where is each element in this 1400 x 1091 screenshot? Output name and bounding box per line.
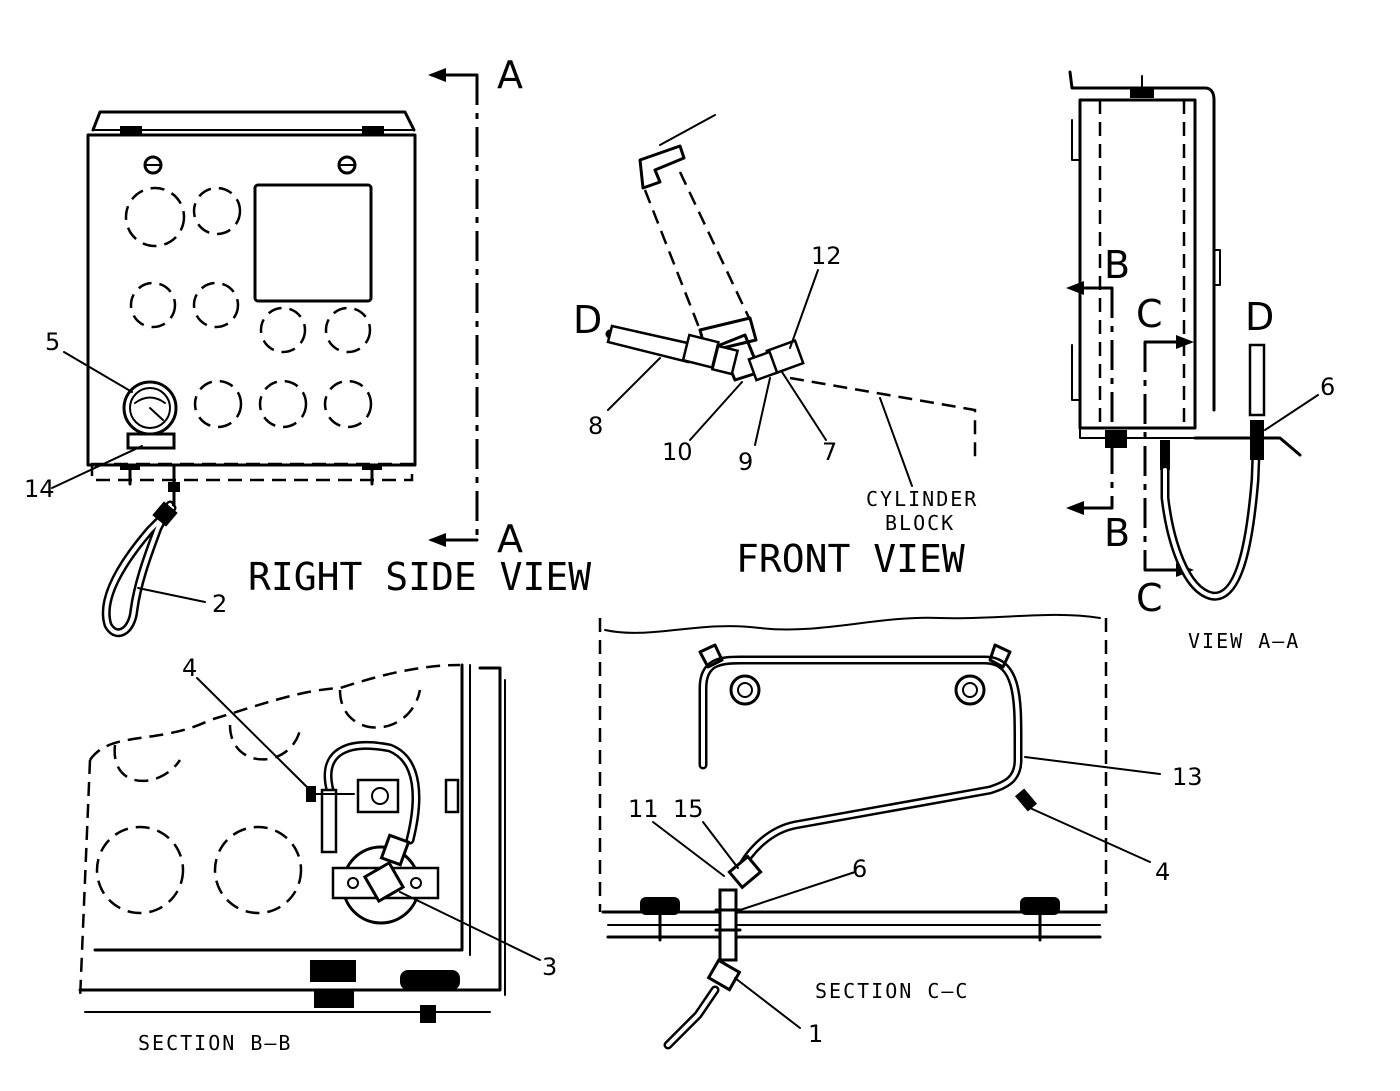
- callout-6-view-aa: 6: [1320, 373, 1335, 401]
- front-view-title: FRONT VIEW: [736, 537, 965, 581]
- callout-15: 15: [673, 795, 704, 823]
- section-letter-a-bottom: A: [497, 517, 523, 561]
- section-cc-title: SECTION C–C: [815, 979, 969, 1003]
- right-side-view-title: RIGHT SIDE VIEW: [248, 555, 591, 599]
- callout-8: 8: [588, 412, 603, 440]
- section-letter-b-bottom: B: [1104, 511, 1130, 555]
- right-side-view: A A 5 14 2 RIGHT SIDE VIEW: [24, 53, 591, 638]
- callout-9: 9: [738, 448, 753, 476]
- block-label: BLOCK: [885, 511, 955, 535]
- callout-4-section-cc: 4: [1155, 858, 1170, 886]
- callout-5: 5: [45, 328, 60, 356]
- callout-3: 3: [542, 953, 557, 981]
- callout-11: 11: [628, 795, 659, 823]
- cylinder-label: CYLINDER: [866, 487, 978, 511]
- callout-4-section-bb: 4: [182, 654, 197, 682]
- callout-10: 10: [662, 438, 693, 466]
- callout-12: 12: [811, 242, 842, 270]
- section-letter-c-bottom: C: [1136, 576, 1163, 620]
- callout-1: 1: [808, 1020, 823, 1048]
- callout-2: 2: [212, 590, 227, 618]
- callout-14: 14: [24, 475, 55, 503]
- callout-6-section-cc: 6: [852, 855, 867, 883]
- section-letter-b-top: B: [1104, 243, 1130, 287]
- front-view: D 8 10 9 7 12 CYLINDER BLOCK FRONT VIEW: [573, 114, 978, 581]
- section-letter-d-view-aa: D: [1245, 295, 1274, 339]
- view-aa-title: VIEW A–A: [1188, 629, 1300, 653]
- section-letter-a-top: A: [497, 53, 523, 97]
- view-aa: B B C C D 6 VIEW A–A: [1066, 70, 1335, 653]
- callout-13: 13: [1172, 763, 1203, 791]
- section-letter-c-top: C: [1136, 292, 1163, 336]
- callout-7: 7: [822, 438, 837, 466]
- section-cc: 13 4 11 15 6 1 SECTION C–C: [598, 613, 1203, 1050]
- section-bb: 4 3 SECTION B–B: [78, 654, 557, 1055]
- section-bb-title: SECTION B–B: [138, 1031, 292, 1055]
- section-letter-d-front: D: [573, 298, 602, 342]
